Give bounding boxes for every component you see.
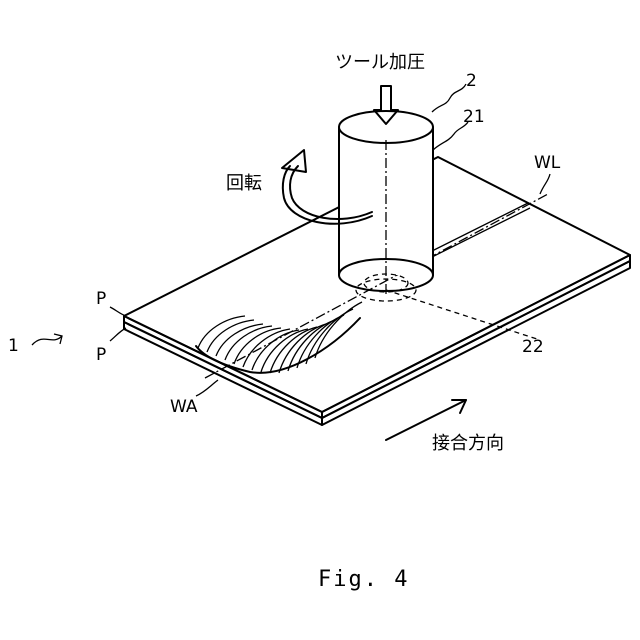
bottom-plate-front-face	[124, 322, 322, 425]
assembly-ref-label: 1	[8, 336, 19, 356]
joining-direction-label: 接合方向	[432, 433, 504, 454]
welded-area-ref-label: WA	[170, 397, 198, 417]
rotation-label: 回転	[226, 173, 262, 194]
pressure-arrow-icon	[374, 86, 398, 124]
tool-ref-label: 2	[466, 71, 477, 91]
weld-line-ref-label: WL	[534, 153, 561, 173]
bottom-plate-right-face	[322, 261, 630, 425]
plate-top-ref-label: P	[96, 289, 106, 309]
plate-bottom-ref-label: P	[96, 345, 106, 365]
tool-pressure-label: ツール加圧	[335, 52, 425, 73]
probe-ref-label: 22	[522, 337, 544, 357]
figure-caption: Fig. 4	[318, 567, 409, 592]
welded-area-marks	[196, 302, 362, 373]
tool-body-ref-label: 21	[463, 107, 485, 127]
